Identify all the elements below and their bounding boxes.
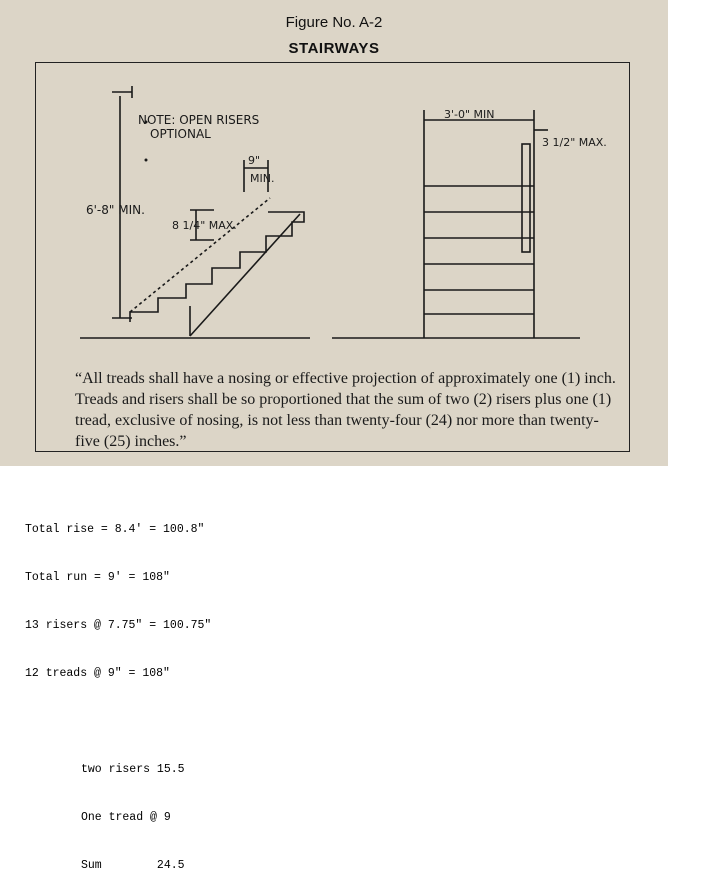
sum: Sum 24.5 bbox=[81, 859, 185, 872]
spacer bbox=[25, 714, 211, 730]
headroom-label: 6'-8" MIN. bbox=[86, 203, 145, 217]
stair-profile bbox=[129, 211, 305, 322]
stringer-line bbox=[189, 213, 301, 337]
riser-label: 8 1/4" MAX. bbox=[172, 219, 237, 232]
dot-mark bbox=[144, 158, 148, 162]
one-tread: One tread @ 9 bbox=[81, 811, 171, 824]
tread-min-label: MIN. bbox=[250, 172, 274, 185]
tread-label: 9" bbox=[248, 154, 260, 167]
note-line-1: NOTE: OPEN RISERS bbox=[138, 113, 259, 127]
nosing-quote: “All treads shall have a nosing or effec… bbox=[75, 370, 616, 450]
treads-calc: 12 treads @ 9" = 108" bbox=[25, 667, 170, 680]
note-line-2: OPTIONAL bbox=[150, 127, 211, 141]
dot-mark bbox=[144, 120, 148, 124]
nosing-line bbox=[129, 197, 271, 313]
figure-title: Figure No. A-2 bbox=[285, 14, 383, 31]
calculation-notes: Total rise = 8.4' = 100.8" Total run = 9… bbox=[25, 490, 211, 890]
figure-frame bbox=[35, 62, 630, 452]
width-label: 3'-0" MIN bbox=[444, 108, 495, 121]
total-rise: Total rise = 8.4' = 100.8" bbox=[25, 523, 205, 536]
handrail-label: 3 1/2" MAX. bbox=[542, 136, 607, 149]
handrail bbox=[521, 143, 531, 253]
figure-subtitle: STAIRWAYS bbox=[288, 40, 380, 57]
risers-calc: 13 risers @ 7.75" = 100.75" bbox=[25, 619, 212, 632]
scanned-figure: Figure No. A-2 STAIRWAYS bbox=[0, 0, 668, 466]
stairway-drawing: NOTE: OPEN RISERS OPTIONAL 6'-8" MIN. 9"… bbox=[80, 86, 607, 339]
two-risers: two risers 15.5 bbox=[81, 763, 185, 776]
total-run: Total run = 9' = 108" bbox=[25, 571, 170, 584]
